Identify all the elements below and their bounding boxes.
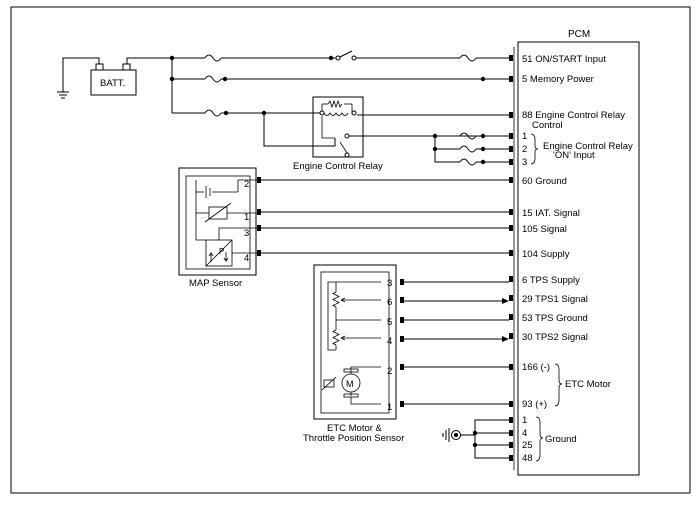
battery-box bbox=[90, 69, 137, 96]
pcm-pin-iat-signal: 15 IAT. Signal bbox=[522, 208, 580, 219]
etc-pin-1: 1 bbox=[387, 402, 392, 413]
ground-icon bbox=[442, 428, 461, 442]
pcm-connector-pins bbox=[509, 47, 515, 470]
etc-label-1: ETC Motor & bbox=[327, 423, 383, 434]
fuse-icon bbox=[204, 75, 222, 83]
pcm-pin-etc-minus: 166 (-) bbox=[522, 362, 550, 373]
etc-pin-6: 6 bbox=[387, 297, 392, 308]
thermistor-icon bbox=[204, 202, 232, 223]
pcm-group-ecr-on-input-2: 'ON' Input bbox=[553, 150, 595, 161]
diagram-frame bbox=[10, 6, 691, 494]
pcm-pin-ecr-in-2: 2 bbox=[522, 144, 527, 155]
potentiometer-icon bbox=[332, 329, 340, 346]
pcm-pin-ecr-in-1: 1 bbox=[522, 131, 527, 142]
potentiometer-icon bbox=[332, 291, 340, 308]
fuse-icon bbox=[459, 132, 477, 140]
pcm-pin-tps1-signal: 29 TPS1 Signal bbox=[522, 294, 588, 305]
pcm-pin-etc-plus: 93 (+) bbox=[522, 399, 547, 410]
pcm-pin-ground-4: 4 bbox=[522, 428, 527, 439]
pcm-pin-memory-power: 5 Memory Power bbox=[522, 74, 594, 85]
relay-label: Engine Control Relay bbox=[293, 161, 383, 172]
pcm-pin-on-start: 51 ON/START Input bbox=[522, 54, 606, 65]
pcm-pin-ground-1: 1 bbox=[522, 415, 527, 426]
pcm-pin-ground-48: 48 bbox=[522, 453, 533, 464]
pcm-pin-tps-ground: 53 TPS Ground bbox=[522, 313, 588, 324]
pcm-pin-105-signal: 105 Signal bbox=[522, 224, 567, 235]
battery-ground-icon bbox=[57, 91, 69, 99]
etc-motor-tps: 3 6 5 4 2 1 M ETC Motor & Thrott bbox=[303, 264, 404, 444]
pcm-ground-wiring bbox=[442, 419, 509, 459]
map-sensor-label: MAP Sensor bbox=[189, 278, 242, 289]
battery-label: BATT. bbox=[100, 78, 125, 89]
motor-icon: M bbox=[321, 368, 361, 398]
pressure-sensor-p: P bbox=[219, 247, 224, 256]
ecr-input-brace bbox=[530, 133, 539, 165]
pcm-pin-ecr-control: 88 Engine Control Relay bbox=[522, 110, 625, 121]
map-sensor: 2 1 3 4 P MAP Sensor bbox=[178, 167, 261, 289]
ignition-switch-icon bbox=[335, 50, 357, 61]
pcm-group-ground: Ground bbox=[545, 434, 577, 445]
arrow-icon bbox=[502, 298, 509, 304]
resistor-icon bbox=[327, 99, 343, 109]
pcm-module: PCM 51 ON/START Input bbox=[509, 29, 640, 476]
map-wires bbox=[261, 179, 509, 254]
pcm-title: PCM bbox=[568, 29, 590, 40]
pcm-box bbox=[517, 41, 640, 476]
map-pin-2: 2 bbox=[244, 179, 249, 190]
fuse-icon bbox=[204, 109, 222, 117]
pcm-pin-104-supply: 104 Supply bbox=[522, 249, 570, 260]
map-connector-pins bbox=[257, 177, 261, 256]
pressure-sensor-icon: P bbox=[205, 239, 233, 267]
etc-label-2: Throttle Position Sensor bbox=[303, 433, 404, 444]
fuse-icon bbox=[459, 158, 477, 166]
pcm-pin-tps-supply: 6 TPS Supply bbox=[522, 275, 580, 286]
pcm-pin-ecr-control-2: Control bbox=[532, 120, 563, 131]
ground-brace bbox=[535, 416, 544, 462]
battery: BATT. bbox=[57, 57, 172, 99]
pcm-pin-tps2-signal: 30 TPS2 Signal bbox=[522, 332, 588, 343]
map-pin-4: 4 bbox=[244, 253, 249, 264]
etc-pin-4: 4 bbox=[387, 336, 392, 347]
etc-motor-brace bbox=[554, 363, 563, 407]
fuse-icon bbox=[459, 54, 477, 62]
fuse-icon bbox=[459, 145, 477, 153]
map-pin-3: 3 bbox=[244, 228, 249, 239]
motor-symbol: M bbox=[346, 379, 354, 389]
relay-box bbox=[312, 96, 364, 158]
fuse-icon bbox=[204, 54, 222, 62]
arrow-icon bbox=[502, 336, 509, 342]
power-feed bbox=[169, 50, 509, 147]
capacitor-icon bbox=[205, 186, 211, 198]
etc-pin-5: 5 bbox=[387, 317, 392, 328]
pcm-pin-ground-25: 25 bbox=[522, 440, 533, 451]
etc-pin-3: 3 bbox=[387, 278, 392, 289]
etc-wires bbox=[404, 281, 509, 405]
map-pin-1: 1 bbox=[244, 212, 249, 223]
etc-connector-pins bbox=[400, 279, 404, 407]
map-sensor-box bbox=[178, 167, 257, 276]
etc-pin-2: 2 bbox=[387, 366, 392, 377]
pcm-pin-ground-60: 60 Ground bbox=[522, 176, 567, 187]
ecr-on-input-wiring bbox=[432, 132, 509, 166]
pcm-group-etc-motor: ETC Motor bbox=[565, 379, 611, 390]
engine-control-relay: Engine Control Relay bbox=[293, 96, 509, 172]
relay-coil-icon bbox=[323, 112, 349, 116]
pcm-group-ecr-on-input: Engine Control Relay bbox=[543, 141, 633, 152]
pcm-pin-ecr-in-3: 3 bbox=[522, 157, 527, 168]
etc-box bbox=[313, 264, 397, 420]
